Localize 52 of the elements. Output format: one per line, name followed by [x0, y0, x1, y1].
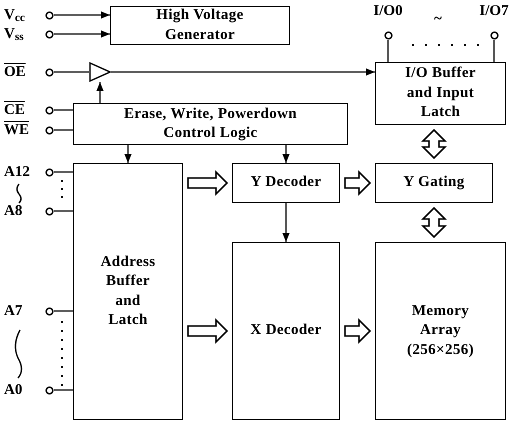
block-box [375, 163, 493, 203]
hollow-arrow [187, 170, 228, 196]
block-label: Address Buffer and Latch [100, 252, 156, 330]
arrow [54, 11, 110, 19]
connector-line [54, 389, 73, 391]
connector-line [54, 109, 73, 111]
arrow [124, 145, 132, 163]
arrow [111, 68, 375, 76]
block-label: High Voltage Generator [155, 6, 245, 44]
block-box [232, 242, 340, 420]
arrow [282, 203, 290, 242]
block-box [110, 6, 290, 45]
block-label: I/O Buffer and Input Latch [404, 64, 477, 122]
block-label: Y Decoder [250, 173, 322, 192]
pin-label: A7 [4, 304, 22, 318]
block-label: Erase, Write, Powerdown Control Logic [122, 104, 298, 143]
block-box [375, 242, 506, 420]
buffer-triangle [89, 62, 111, 82]
range-tilde: ~ [434, 12, 442, 27]
pin-label: A0 [4, 382, 22, 398]
block-box [73, 163, 183, 420]
connector-line [493, 40, 495, 62]
pin-label: V$_{ss}$ [4, 26, 24, 42]
pin-label: WE [4, 122, 30, 138]
connector-line [54, 210, 73, 212]
block-label: (256×256) [406, 340, 475, 360]
block-label: Y Gating [402, 173, 466, 192]
pin-label: I/O0 [373, 4, 403, 19]
arrow [282, 145, 290, 163]
block-box [73, 103, 348, 145]
block-box [232, 163, 340, 203]
hollow-arrow [344, 318, 372, 344]
pin-label: CE [4, 102, 25, 118]
hollow-arrow [421, 128, 447, 160]
connector-line [54, 310, 73, 312]
arrow [96, 82, 104, 103]
block-box [375, 62, 506, 125]
connector-line [387, 40, 389, 62]
pin-label: A12 [4, 164, 30, 180]
connector-line [54, 71, 89, 73]
pin-label: A8 [4, 204, 22, 218]
block-label: X Decoder [249, 321, 323, 340]
connector-line [54, 129, 73, 131]
pin-label: V$_{cc}$ [4, 8, 25, 22]
pin-label: OE [4, 64, 26, 80]
hollow-arrow [344, 170, 372, 196]
connector-line [54, 171, 73, 173]
hollow-arrow [421, 206, 447, 238]
arrow [54, 30, 110, 38]
block-label: Memory Array [410, 302, 470, 340]
hollow-arrow [187, 318, 228, 344]
pin-label: I/O7 [479, 4, 509, 19]
